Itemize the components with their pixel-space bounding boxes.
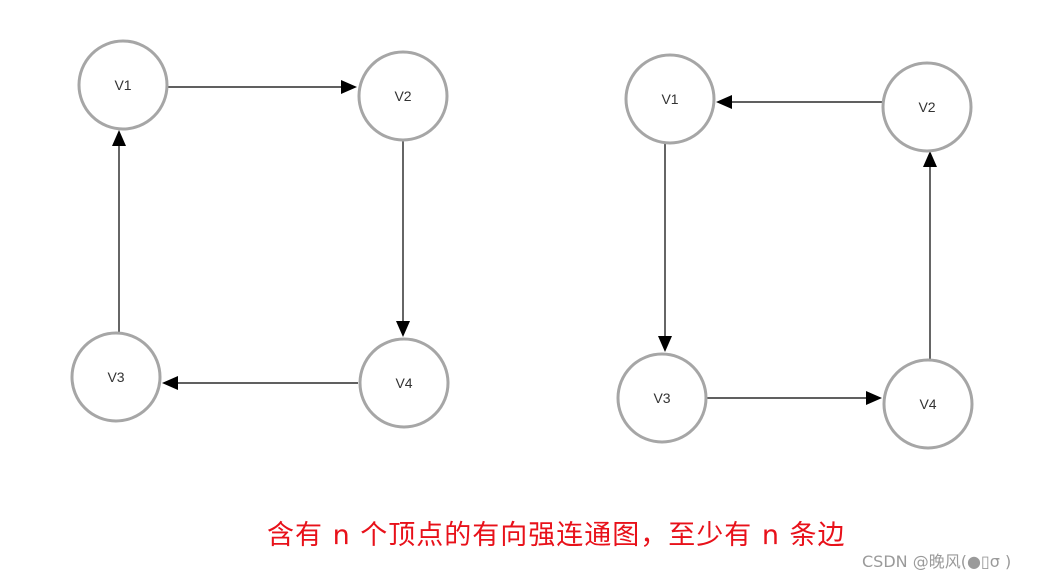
left-edge-v2-to-v4	[396, 141, 410, 337]
arrowhead-icon	[162, 376, 178, 390]
left-node-v3: V3	[70, 331, 162, 423]
node-circle	[881, 61, 973, 153]
node-label: V4	[395, 375, 412, 391]
node-circle	[882, 358, 974, 450]
right-node-v3: V3	[616, 352, 708, 444]
left-node-v1: V1	[77, 39, 169, 131]
node-label: V2	[394, 88, 411, 104]
right-edge-v3-to-v4	[707, 391, 882, 405]
left-node-v2: V2	[357, 50, 449, 142]
right-edge-v2-to-v1	[716, 95, 882, 109]
right-node-v1: V1	[624, 53, 716, 145]
arrowhead-icon	[658, 336, 672, 352]
node-label: V1	[114, 77, 131, 93]
node-label: V3	[107, 369, 124, 385]
left-edge-v1-to-v2	[168, 80, 357, 94]
arrowhead-icon	[396, 321, 410, 337]
node-label: V4	[919, 396, 936, 412]
node-circle	[77, 39, 169, 131]
right-node-v4: V4	[882, 358, 974, 450]
arrowhead-icon	[716, 95, 732, 109]
arrowhead-icon	[112, 130, 126, 146]
node-label: V1	[661, 91, 678, 107]
right-edge-v1-to-v3	[658, 144, 672, 352]
right-edge-v4-to-v2	[923, 151, 937, 359]
arrowhead-icon	[866, 391, 882, 405]
watermark: CSDN @晚风(●▯σ )	[862, 552, 1012, 571]
caption: 含有 n 个顶点的有向强连通图，至少有 n 条边	[267, 520, 846, 551]
node-circle	[616, 352, 708, 444]
arrowhead-icon	[923, 151, 937, 167]
node-label: V2	[918, 99, 935, 115]
node-circle	[70, 331, 162, 423]
node-circle	[357, 50, 449, 142]
node-circle	[358, 337, 450, 429]
left-edge-v4-to-v3	[162, 376, 358, 390]
left-edge-v3-to-v1	[112, 130, 126, 332]
left-node-v4: V4	[358, 337, 450, 429]
arrowhead-icon	[341, 80, 357, 94]
right-node-v2: V2	[881, 61, 973, 153]
node-label: V3	[653, 390, 670, 406]
node-circle	[624, 53, 716, 145]
